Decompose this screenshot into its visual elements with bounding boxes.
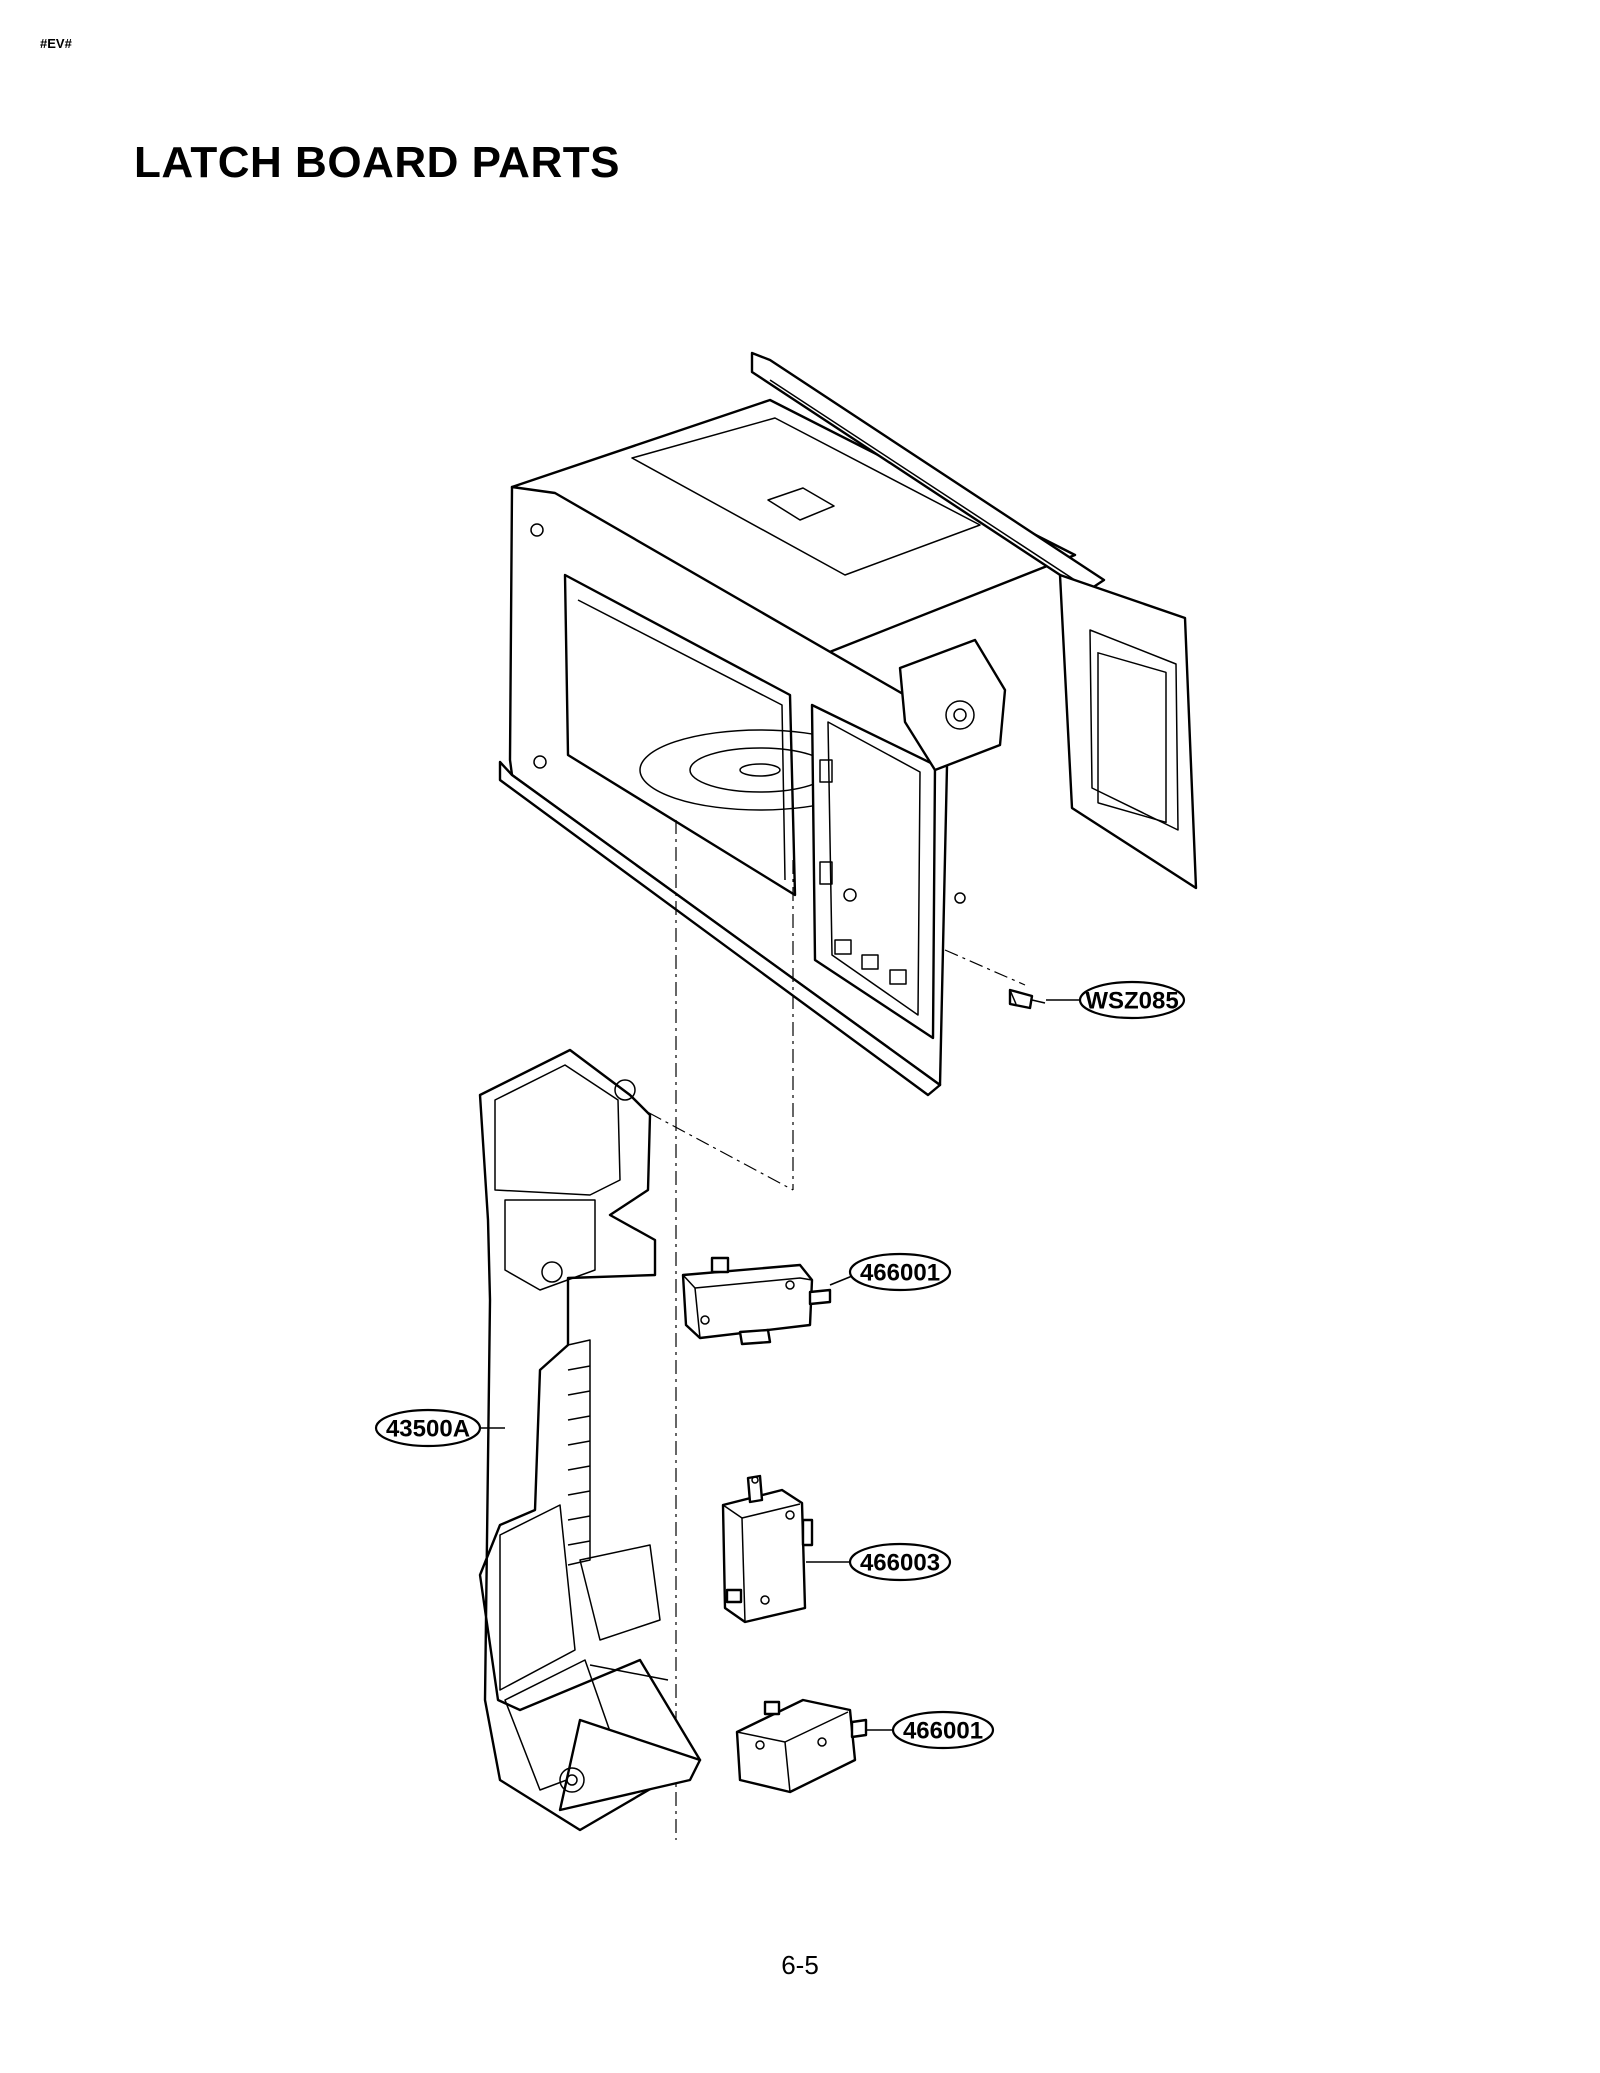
callout-label-wsz085: WSZ085	[1085, 988, 1178, 1015]
switch-bottom-part	[735, 1698, 895, 1794]
screw-part	[1008, 988, 1080, 1010]
page-title: LATCH BOARD PARTS	[134, 138, 620, 187]
callout-label-43500a: 43500A	[386, 1416, 470, 1443]
callout-label-466001-bottom: 466001	[903, 1718, 983, 1745]
callout-466003: 466003	[848, 1542, 952, 1582]
vent-grille	[1097, 652, 1167, 824]
assembly-lines	[624, 820, 1026, 1840]
callout-466001-bottom: 466001	[891, 1710, 995, 1750]
motor-bracket	[898, 638, 1007, 772]
callout-label-466001-top: 466001	[860, 1260, 940, 1287]
header-code: #EV#	[40, 36, 72, 51]
oven-cavity-assembly	[498, 351, 1198, 1097]
callout-wsz085: WSZ085	[1078, 980, 1186, 1020]
latch-board-part	[430, 1048, 702, 1832]
callout-43500a: 43500A	[374, 1408, 482, 1448]
switch-top-part	[681, 1256, 863, 1346]
page-number: 6-5	[781, 1950, 819, 1980]
latch-rack	[567, 1339, 591, 1566]
switch-middle-part	[721, 1474, 850, 1624]
callout-466001-top: 466001	[848, 1252, 952, 1292]
callout-label-466003: 466003	[860, 1550, 940, 1577]
